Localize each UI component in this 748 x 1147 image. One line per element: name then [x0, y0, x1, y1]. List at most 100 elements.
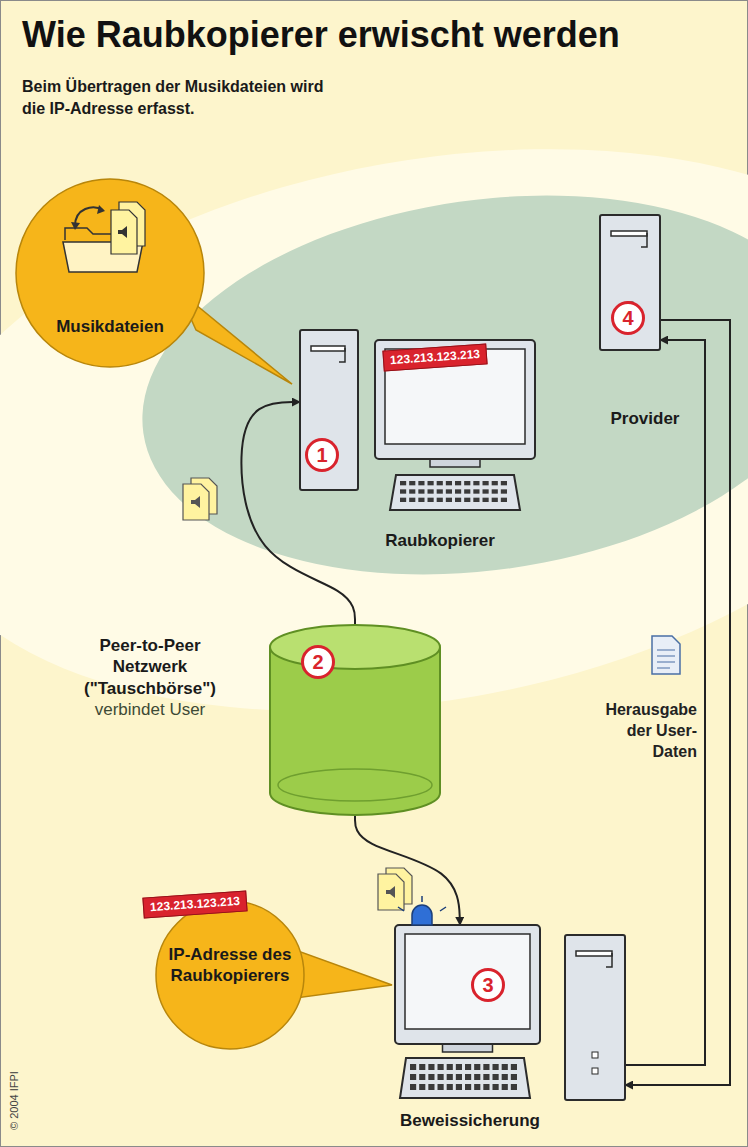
- monitor-screen: [405, 934, 530, 1029]
- keyboard-key: [437, 498, 443, 502]
- keyboard-key: [465, 1084, 471, 1090]
- callout-number: 2: [301, 645, 335, 679]
- keyboard-key: [438, 1074, 444, 1080]
- keyboard-key: [465, 1064, 471, 1070]
- bubble-shape: [15, 178, 205, 368]
- file-sheet: [183, 484, 209, 520]
- tower-case: [300, 330, 358, 490]
- keyboard-key: [438, 1084, 444, 1090]
- keyboard-key: [455, 498, 461, 502]
- keyboard-key: [428, 489, 434, 493]
- keyboard-key: [473, 481, 479, 485]
- keyboard-key: [465, 1074, 471, 1080]
- swap-arrow: [97, 205, 105, 214]
- keyboard-key: [474, 1084, 480, 1090]
- keyboard-key: [456, 1084, 462, 1090]
- keyboard-key: [493, 1074, 499, 1080]
- keyboard-key: [502, 1084, 508, 1090]
- callout-number: 3: [471, 968, 505, 1002]
- keyboard-key: [474, 1064, 480, 1070]
- server-illustration: [595, 212, 695, 437]
- keyboard-key: [492, 489, 498, 493]
- evidence-computer: Beweissicherung: [390, 905, 635, 1140]
- alarm-rays: [398, 896, 446, 911]
- keyboard-key: [455, 489, 461, 493]
- copyright-note: © 2004 IFPI: [8, 1071, 20, 1130]
- keyboard-key: [446, 498, 452, 502]
- cylinder-illustration: [30, 625, 445, 815]
- keyboard-key: [409, 489, 415, 493]
- file-sheet: [378, 874, 404, 910]
- keyboard-key: [419, 1084, 425, 1090]
- file-sheet: [111, 210, 137, 254]
- speaker-glyph: [386, 886, 395, 898]
- keyboard-key: [492, 481, 498, 485]
- bubble-circle: [156, 901, 304, 1049]
- drive-slot: [606, 953, 612, 967]
- ip-address: 123.213.123.213: [150, 894, 241, 915]
- keyboard-key: [400, 489, 406, 493]
- tower-case: [565, 935, 625, 1100]
- text-group: Musikdateien: [27, 316, 193, 337]
- keyboard-key: [419, 1074, 425, 1080]
- diagram-title: Wie Raubkopierer erwischt werden: [22, 14, 620, 56]
- alarm-light: [412, 905, 432, 925]
- cylinder-bottom: [278, 769, 432, 801]
- keyboard-key: [511, 1084, 517, 1090]
- keyboard-key: [410, 1084, 416, 1090]
- network-cylinder: Peer-to-Peer Netzwerk ("Tauschbörse")ver…: [30, 625, 445, 815]
- keyboard-key: [464, 481, 470, 485]
- document-lines: [657, 650, 675, 668]
- drive-slot: [311, 346, 345, 351]
- keyboard-key: [483, 498, 489, 502]
- keyboard-key: [428, 1084, 434, 1090]
- text-group: Raubkopierer: [335, 530, 545, 551]
- keyboard-key: [511, 1074, 517, 1080]
- keyboard-key: [419, 1064, 425, 1070]
- music-file-icon: [183, 478, 217, 520]
- keyboard-key: [456, 1074, 462, 1080]
- cylinder-body: [270, 647, 440, 815]
- keyboard-key: [502, 1064, 508, 1070]
- keyboard-key: [446, 489, 452, 493]
- ip-address: 123.213.123.213: [390, 347, 481, 368]
- keyboard-key: [493, 1084, 499, 1090]
- bubble-tail: [290, 948, 392, 998]
- text-group: 123.213.123.213: [390, 347, 481, 368]
- keyboard-key: [483, 489, 489, 493]
- text-group: Provider: [595, 408, 695, 429]
- keyboard-key: [428, 498, 434, 502]
- keyboard: [400, 1058, 530, 1098]
- keyboard-key: [409, 481, 415, 485]
- keyboard-key: [456, 1064, 462, 1070]
- node-label: Provider: [595, 408, 695, 429]
- monitor-stand: [430, 459, 480, 467]
- keyboard-key: [446, 481, 452, 485]
- keyboard-key: [428, 1074, 434, 1080]
- keyboard-key: [501, 489, 507, 493]
- keyboard-key: [437, 481, 443, 485]
- keyboard-key: [447, 1064, 453, 1070]
- keyboard-key: [428, 1064, 434, 1070]
- keyboard-key: [511, 1064, 517, 1070]
- data-flow-arrow: [355, 815, 460, 925]
- diagram-caption: Beim Übertragen der Musikdateien wird di…: [22, 76, 332, 119]
- monitor-case: [395, 925, 540, 1044]
- speaker-glyph: [118, 226, 127, 238]
- keyboard-key: [483, 481, 489, 485]
- keyboard-key: [400, 498, 406, 502]
- document-sheet: [652, 636, 680, 674]
- keyboard-key: [473, 489, 479, 493]
- keyboard-key: [483, 1074, 489, 1080]
- node-subtext: verbindet User: [60, 699, 240, 720]
- keyboard-key: [437, 489, 443, 493]
- speaker-glyph: [191, 496, 200, 508]
- monitor-stand: [443, 1044, 493, 1052]
- keyboard-key: [455, 481, 461, 485]
- keyboard-key: [418, 498, 424, 502]
- cylinder-top: [270, 625, 440, 669]
- keyboard-key: [418, 489, 424, 493]
- music-file-icon: [378, 868, 412, 910]
- keyboard-key: [447, 1084, 453, 1090]
- keyboard-key: [501, 481, 507, 485]
